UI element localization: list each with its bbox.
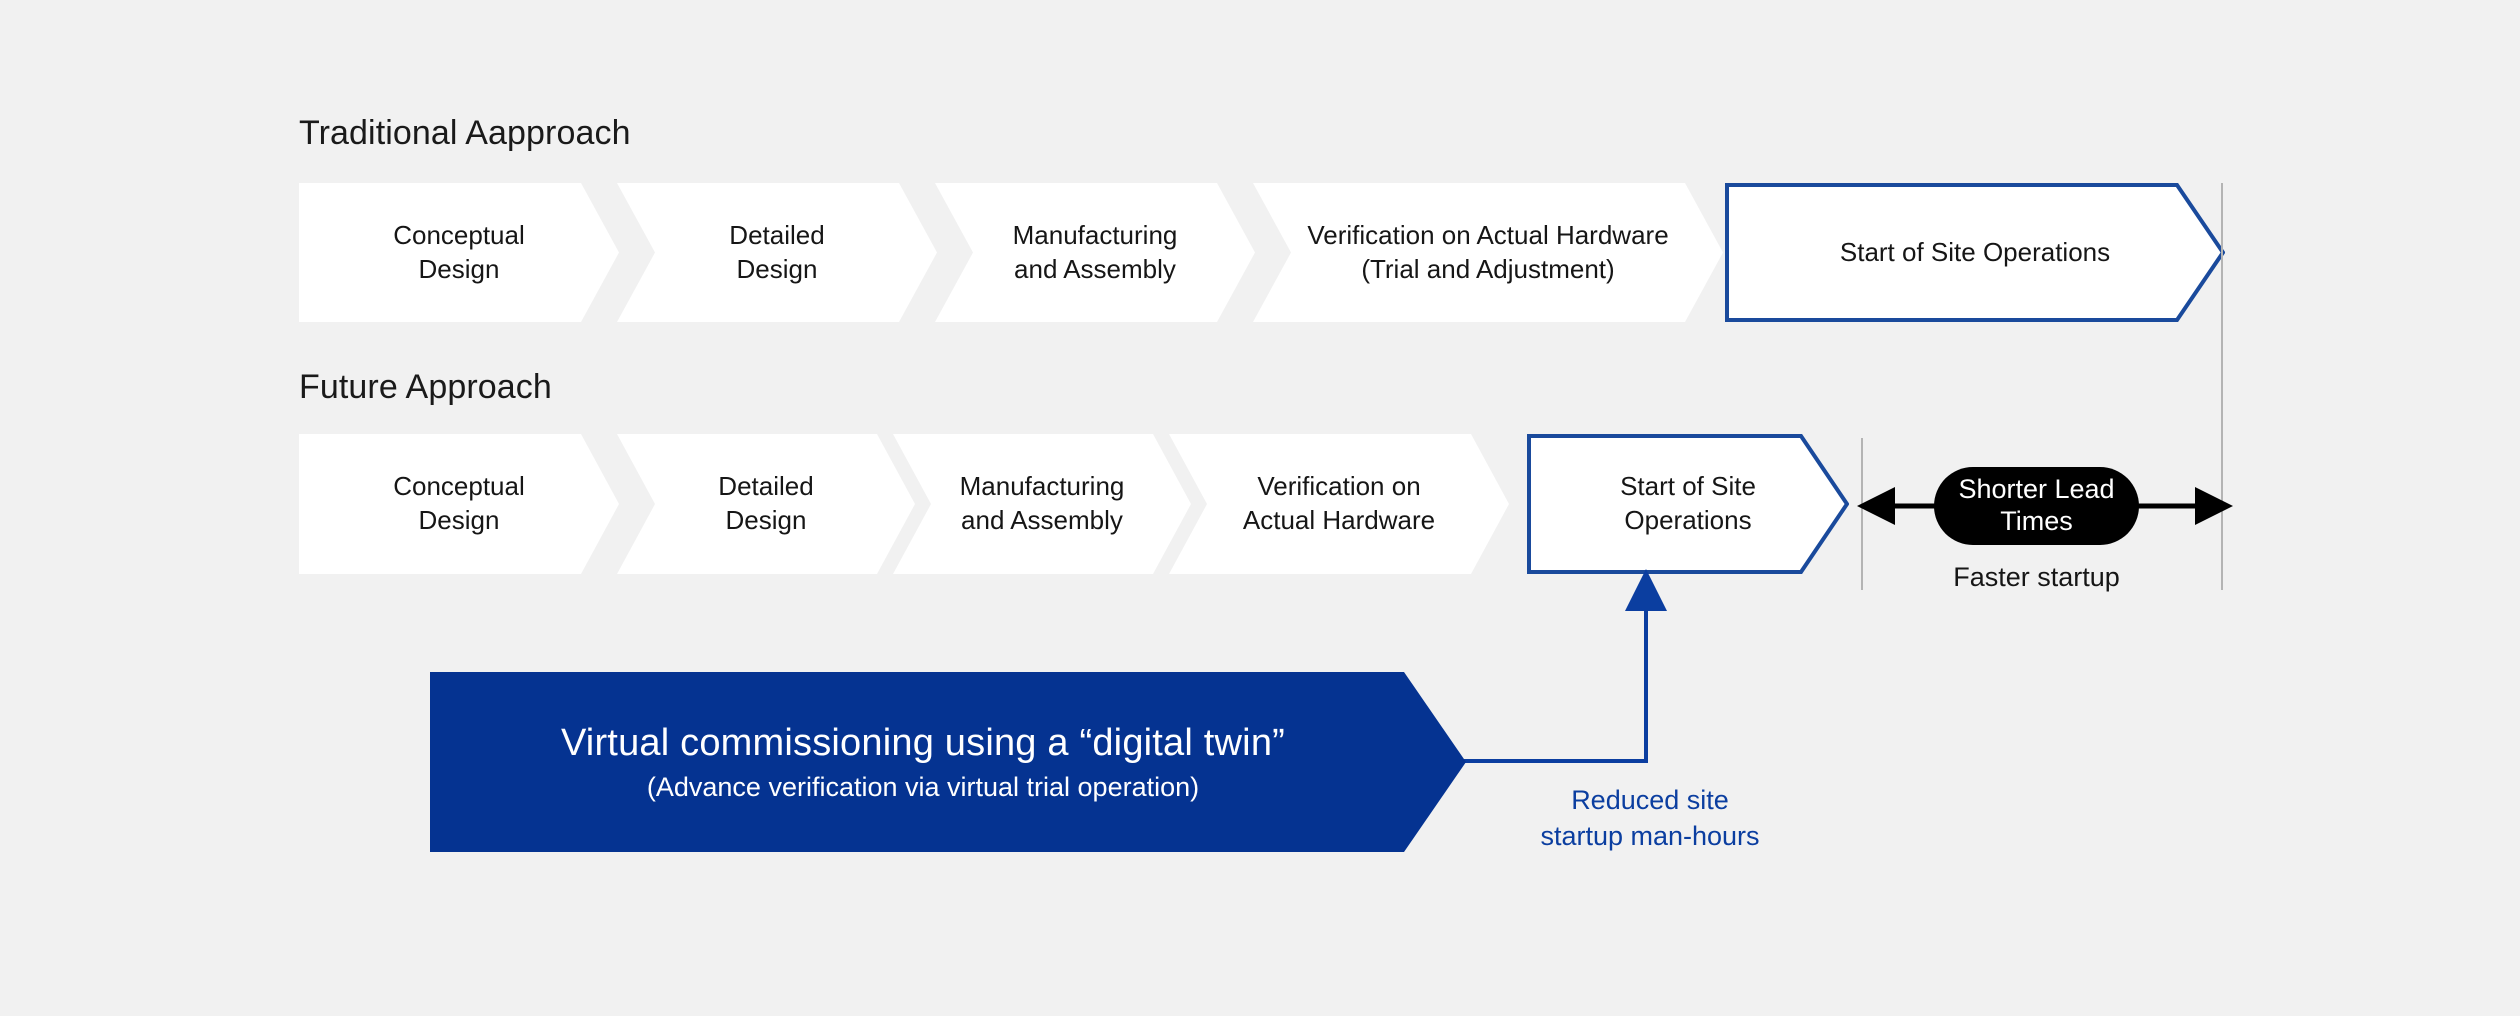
guideline-left: [1861, 438, 1863, 590]
step-label: Manufacturing and Assembly: [959, 471, 1125, 535]
step-future-detailed-design: Detailed Design: [617, 434, 915, 574]
step-label: Start of Site Operations: [1839, 236, 2111, 267]
virtual-commissioning-connector: [1455, 569, 1667, 763]
arrowhead-up-icon: [1625, 569, 1667, 611]
virtual-commissioning-banner: Virtual commissioning using a “digital t…: [430, 672, 1466, 852]
arrowhead-right-icon: [2195, 487, 2233, 525]
banner-title: Virtual commissioning using a “digital t…: [560, 721, 1286, 764]
reduced-man-hours-caption: Reduced site startup man-hours: [1540, 785, 1760, 852]
step-traditional-start-of-site-operations: Start of Site Operations: [1725, 183, 2225, 322]
step-label: Verification on Actual Hardware: [1242, 471, 1436, 535]
step-future-conceptual-design: Conceptual Design: [299, 434, 619, 574]
section-title-future: Future Approach: [299, 368, 552, 406]
step-traditional-detailed-design: Detailed Design: [617, 183, 937, 322]
arrowhead-left-icon: [1857, 487, 1895, 525]
step-label: Detailed Design: [729, 219, 825, 284]
step-label: Conceptual Design: [393, 471, 525, 535]
step-traditional-manufacturing-assembly: Manufacturing and Assembly: [935, 183, 1255, 322]
step-traditional-conceptual-design: Conceptual Design: [299, 183, 619, 322]
step-traditional-verification-actual-hardware: Verification on Actual Hardware (Trial a…: [1253, 183, 1723, 322]
section-title-traditional: Traditional Aapproach: [299, 114, 631, 152]
step-future-manufacturing-assembly: Manufacturing and Assembly: [893, 434, 1191, 574]
shorter-lead-times-badge: Shorter Lead Times: [1934, 467, 2139, 545]
chevron-outline-shape: [1527, 434, 1849, 574]
step-label: Detailed Design: [718, 471, 814, 535]
step-future-start-of-site-operations: Start of Site Operations: [1527, 434, 1849, 574]
step-future-verification-actual-hardware: Verification on Actual Hardware: [1169, 434, 1509, 574]
faster-startup-caption: Faster startup: [1953, 562, 2120, 592]
step-label: Verification on Actual Hardware (Trial a…: [1307, 219, 1669, 284]
step-label: Manufacturing and Assembly: [1012, 219, 1178, 284]
guideline-right: [2221, 183, 2223, 590]
step-label: Start of Site Operations: [1620, 471, 1756, 535]
step-label: Conceptual Design: [393, 219, 525, 284]
banner-subtitle: (Advance verification via virtual trial …: [646, 771, 1200, 802]
badge-label: Shorter Lead Times: [1958, 474, 2115, 536]
chevron-outline-shape: [1725, 183, 2225, 322]
